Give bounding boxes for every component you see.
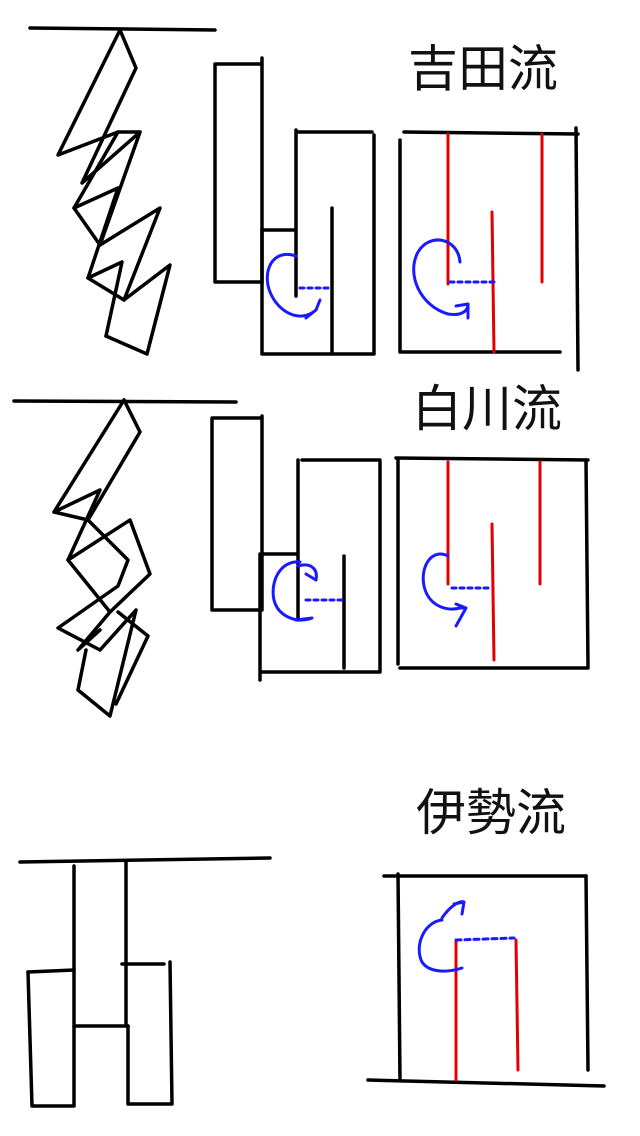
folded-pendant — [12, 398, 238, 718]
curved-arrow-icon — [412, 238, 496, 320]
fold-box — [398, 126, 580, 372]
fold-box — [394, 456, 590, 670]
curved-arrow-icon — [265, 252, 332, 320]
red-fold-lines — [446, 460, 542, 662]
section-shirakawa — [12, 398, 590, 718]
curved-arrow-icon — [417, 900, 516, 973]
curved-arrow-icon — [421, 552, 490, 628]
style-label-shirakawa: 白川流 — [412, 380, 562, 438]
curved-arrow-icon — [271, 560, 344, 622]
style-label-ise: 伊勢流 — [416, 784, 566, 842]
fold-box — [366, 872, 606, 1088]
straight-pendant — [18, 856, 272, 1108]
section-ise — [18, 856, 606, 1108]
section-yoshida — [28, 26, 580, 372]
fold-steps — [213, 56, 376, 356]
red-fold-lines — [446, 132, 544, 354]
fold-steps — [210, 414, 382, 682]
style-label-yoshida: 吉田流 — [408, 40, 558, 98]
red-fold-lines — [454, 938, 520, 1082]
folded-pendant — [28, 26, 217, 356]
